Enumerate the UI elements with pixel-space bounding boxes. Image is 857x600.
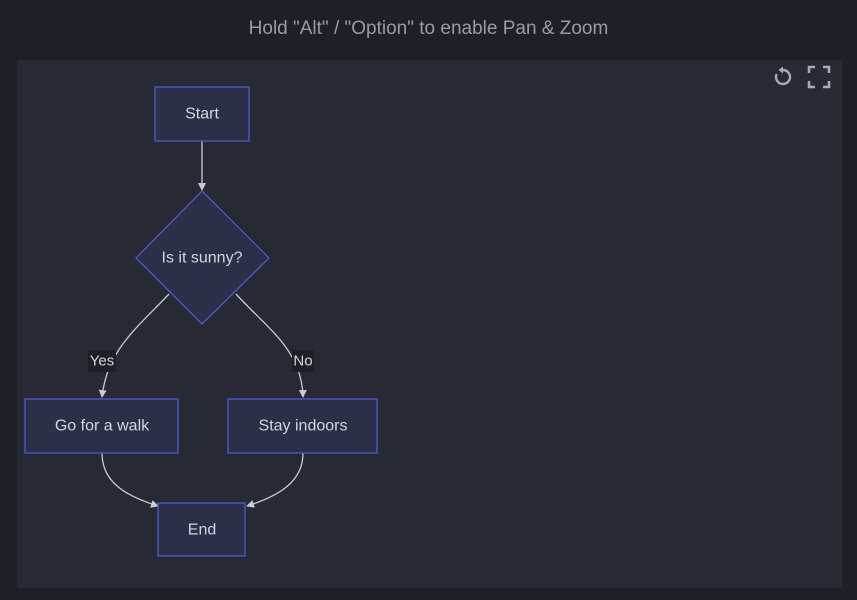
reset-view-button[interactable] <box>770 64 796 90</box>
edge-indoors-to-end <box>246 452 304 508</box>
fullscreen-button[interactable] <box>806 64 832 90</box>
edge-walk-to-end <box>101 452 159 508</box>
node-end-label: End <box>188 522 216 539</box>
edge-label-yes-text: Yes <box>90 353 114 370</box>
diagram-toolbar <box>770 64 832 90</box>
node-indoors-label: Stay indoors <box>259 418 348 435</box>
node-walk-label: Go for a walk <box>55 418 150 435</box>
node-decision-label: Is it sunny? <box>162 250 243 267</box>
node-start-label: Start <box>185 106 219 123</box>
fullscreen-icon <box>807 65 831 89</box>
edge-decision-to-walk <box>98 293 170 398</box>
node-end[interactable]: End <box>157 502 246 557</box>
edge-label-yes: Yes <box>88 350 116 372</box>
edge-decision-to-indoors <box>235 293 307 398</box>
pan-zoom-hint: Hold "Alt" / "Option" to enable Pan & Zo… <box>248 18 609 39</box>
node-indoors[interactable]: Stay indoors <box>227 398 378 454</box>
node-walk[interactable]: Go for a walk <box>24 398 179 454</box>
edge-label-no: No <box>292 350 314 372</box>
reset-icon <box>774 66 792 86</box>
edge-label-no-text: No <box>293 353 312 370</box>
node-start[interactable]: Start <box>154 86 250 142</box>
diagram-canvas[interactable]: Yes No Start Is it sunny? Go for a walk … <box>17 60 842 588</box>
node-decision[interactable]: Is it sunny? <box>135 190 270 325</box>
flowchart: Yes No Start Is it sunny? Go for a walk … <box>24 86 378 557</box>
